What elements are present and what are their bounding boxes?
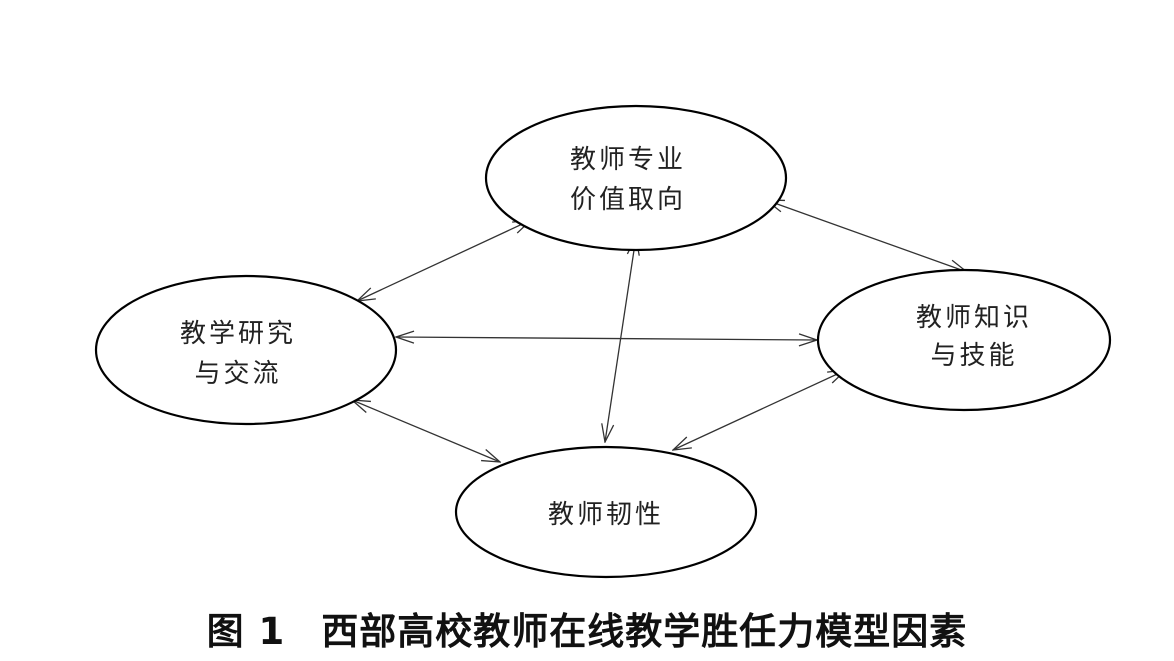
node-research-label-line-1: 教学研究	[180, 319, 296, 349]
node-research-label-line-2: 与交流	[194, 359, 281, 389]
node-research-ellipse	[94, 274, 398, 426]
edge-knowledge-resilience	[673, 370, 846, 450]
node-value-label-line-1: 教师专业	[570, 145, 686, 175]
edge-value-research	[357, 220, 531, 301]
node-knowledge-label-line-1: 教师知识	[916, 303, 1032, 333]
node-resilience-label-line-1: 教师韧性	[548, 500, 664, 530]
figure-caption: 图 1 西部高校教师在线教学胜任力模型因素	[0, 606, 1174, 658]
figure-title: 西部高校教师在线教学胜任力模型因素	[321, 610, 968, 653]
node-resilience: 教师韧性	[454, 445, 758, 579]
edges-layer	[352, 200, 967, 462]
edge-research-knowledge	[396, 337, 817, 340]
node-value-ellipse	[484, 104, 788, 252]
edge-research-resilience	[352, 400, 500, 462]
edge-value-knowledge	[766, 200, 967, 272]
edge-value-resilience	[605, 237, 636, 442]
node-resilience-ellipse	[454, 445, 758, 579]
figure-number: 图 1	[206, 610, 286, 653]
node-knowledge-label-line-2: 与技能	[930, 341, 1017, 371]
node-value-label-line-2: 价值取向	[570, 185, 686, 215]
node-knowledge-ellipse	[816, 268, 1112, 412]
